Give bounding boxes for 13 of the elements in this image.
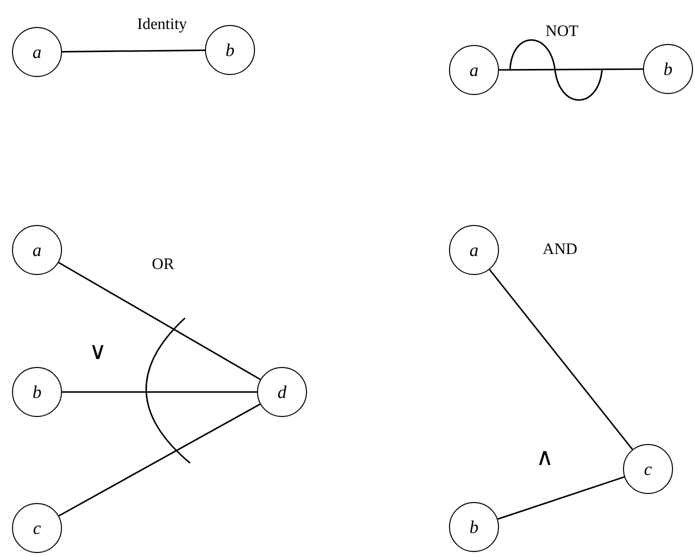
connector-line bbox=[488, 269, 634, 450]
diagram-label: AND bbox=[542, 240, 578, 260]
connector-line bbox=[58, 403, 260, 517]
connector-line bbox=[497, 476, 625, 520]
diagram-label: ∧ bbox=[536, 444, 554, 473]
diagram-label: NOT bbox=[546, 22, 578, 42]
diagram-label: ∨ bbox=[89, 338, 107, 367]
connector-line bbox=[58, 262, 261, 380]
connector-line bbox=[62, 391, 257, 393]
connector-line bbox=[62, 50, 205, 52]
diagram-label: Identity bbox=[137, 15, 187, 35]
diagram-label: OR bbox=[152, 255, 174, 275]
connector-line bbox=[499, 68, 643, 71]
